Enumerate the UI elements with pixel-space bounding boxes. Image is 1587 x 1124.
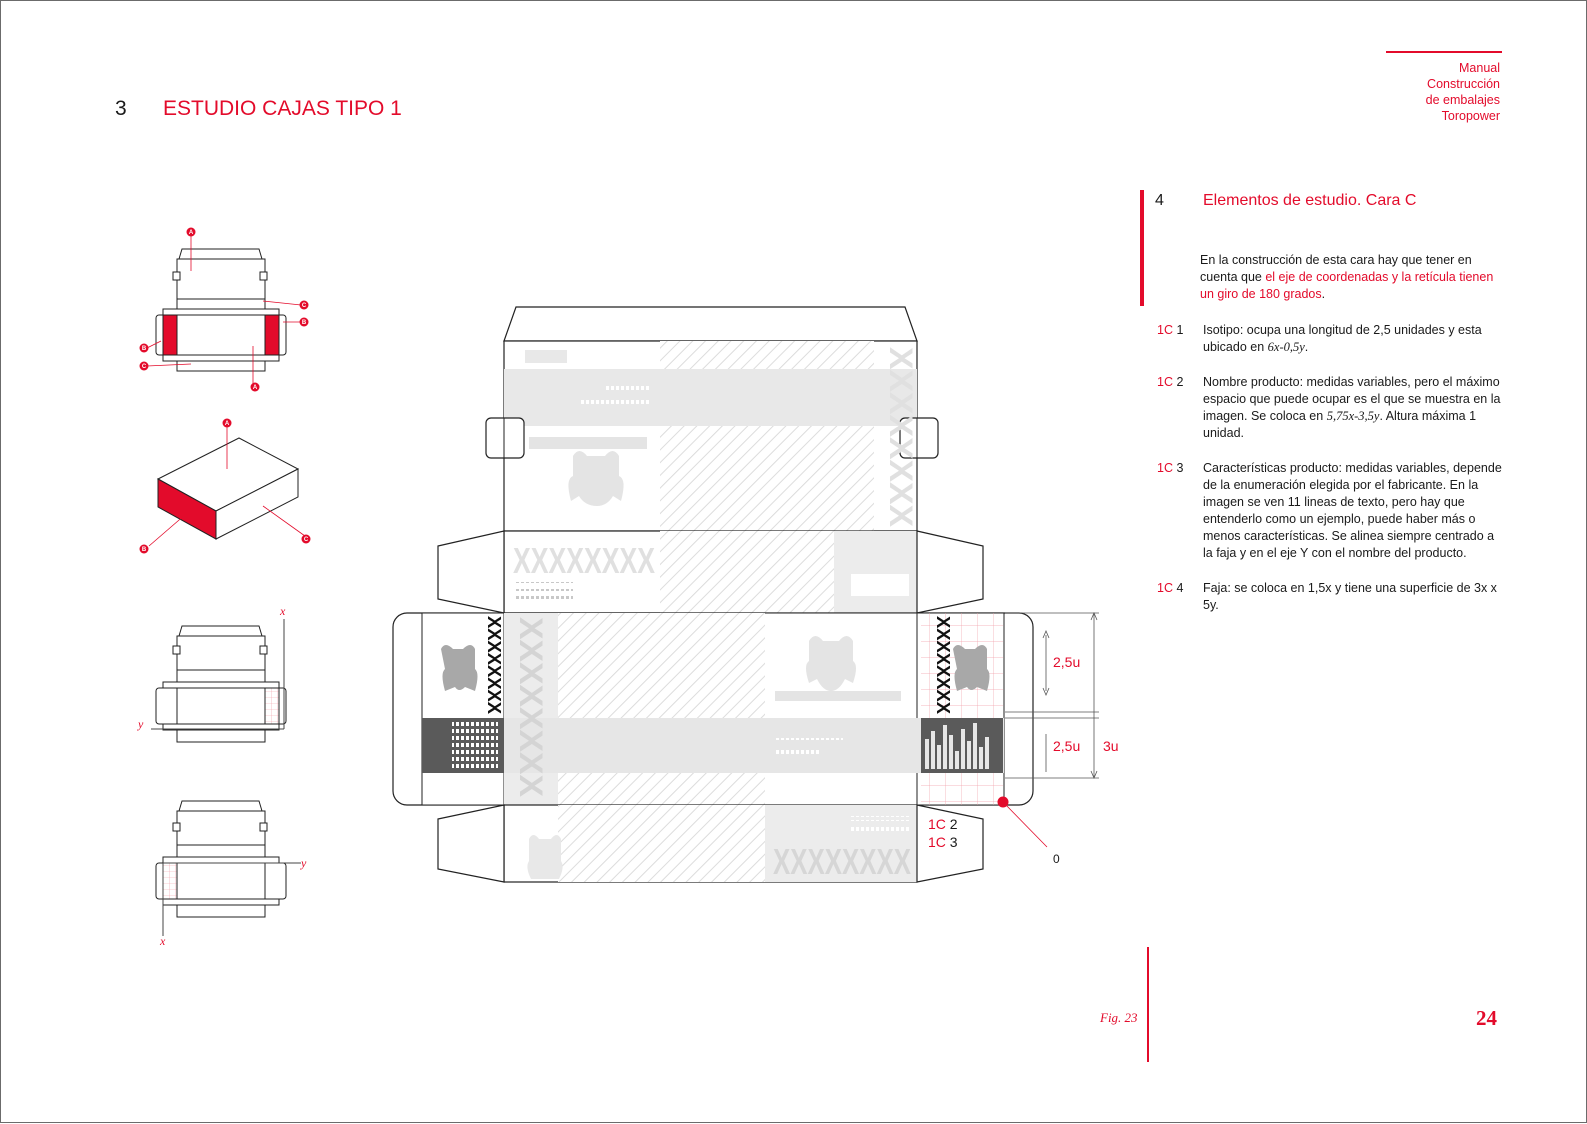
axis-label-x: x	[159, 934, 166, 948]
item-code: 1C 3	[1157, 461, 1184, 475]
study-items: 1C 1 Isotipo: ocupa una longitud de 2,5 …	[1157, 322, 1507, 632]
tag-1c2: 1C 2	[928, 816, 958, 832]
callout-letter: A	[189, 230, 194, 236]
callout-letter: C	[302, 303, 307, 309]
placeholder-name-bottom: XXXXXXXX	[773, 841, 911, 882]
placeholder-name-front: XXXXXXXX	[513, 617, 549, 798]
study-item: 1C 1 Isotipo: ocupa una longitud de 2,5 …	[1157, 323, 1482, 354]
dimension-faja-total: 3u	[1103, 738, 1119, 754]
callout-marker-c: C	[301, 534, 311, 544]
axis-label-y: y	[300, 856, 307, 870]
study-number: 4	[1155, 192, 1164, 209]
callout-letter: B	[302, 320, 307, 326]
manual-line: Manual	[1459, 61, 1500, 75]
section-title: ESTUDIO CAJAS TIPO 1	[163, 97, 402, 120]
dimension-isotipo: 2,5u	[1053, 654, 1081, 670]
callout-marker-c: C	[139, 361, 149, 371]
callout-letter: B	[142, 547, 147, 553]
dimension-lines	[1005, 611, 1099, 780]
study-item: 1C 4 Faja: se coloca en 1,5x y tiene una…	[1157, 581, 1497, 612]
origin-point	[997, 796, 1009, 808]
placeholder-name-middle: XXXXXXXX	[513, 540, 655, 581]
callout-letter: B	[142, 346, 147, 352]
callout-marker-a: A	[250, 382, 260, 392]
figure-label: Fig. 23	[1100, 1010, 1138, 1025]
thumb-net-axes-right	[151, 619, 287, 743]
item-code: 1C 4	[1157, 581, 1184, 595]
manual-line: Toropower	[1441, 109, 1500, 123]
callout-letter: A	[225, 421, 230, 427]
main-box-net	[392, 306, 1034, 883]
origin-leader	[1002, 801, 1048, 848]
section-number: 3	[115, 97, 127, 120]
thumb-net-leaders	[146, 233, 302, 385]
callout-letter: C	[304, 537, 309, 543]
page-number: 24	[1476, 1006, 1497, 1030]
axis-label-x: x	[279, 604, 286, 618]
placeholder-name-left-end: XXXXXXXX	[484, 616, 504, 714]
origin-label: 0	[1053, 852, 1060, 866]
item-code: 1C 2	[1157, 375, 1184, 389]
callout-marker-b: B	[139, 544, 149, 554]
manual-line: de embalajes	[1425, 93, 1500, 107]
thumb-iso-leaders	[148, 427, 306, 547]
dimension-faja-part: 2,5u	[1053, 738, 1081, 754]
study-item: 1C 3 Características producto: medidas v…	[1157, 461, 1502, 560]
item-code: 1C 1	[1157, 323, 1184, 337]
footer-rule	[1147, 947, 1149, 1062]
manual-title: Manual Construcción de embalajes Toropow…	[1426, 60, 1500, 124]
callout-marker-a: A	[222, 418, 232, 428]
study-item: 1C 2 Nombre producto: medidas variables,…	[1157, 375, 1501, 440]
thumb-iso-box	[156, 437, 300, 540]
thumb-net-axes-left	[155, 800, 301, 936]
study-title: Elementos de estudio. Cara C	[1203, 192, 1417, 209]
axis-label-y: y	[137, 717, 144, 731]
manual-rule	[1386, 51, 1502, 53]
callout-letter: A	[253, 385, 258, 391]
placeholder-name-vertical: XXXXXXXX	[883, 347, 919, 528]
callout-letter: C	[142, 364, 147, 370]
study-intro: En la construcción de esta cara hay que …	[1200, 253, 1494, 301]
callout-marker-b: B	[299, 317, 309, 327]
callout-marker-b: B	[139, 343, 149, 353]
callout-marker-a: A	[186, 227, 196, 237]
thumb-net-callouts	[155, 248, 287, 372]
tag-1c3: 1C 3	[928, 834, 958, 850]
manual-line: Construcción	[1427, 77, 1500, 91]
callout-marker-c: C	[299, 300, 309, 310]
study-accent-bar	[1140, 190, 1144, 306]
placeholder-name-right-end: XXXXXXXX	[933, 616, 953, 714]
